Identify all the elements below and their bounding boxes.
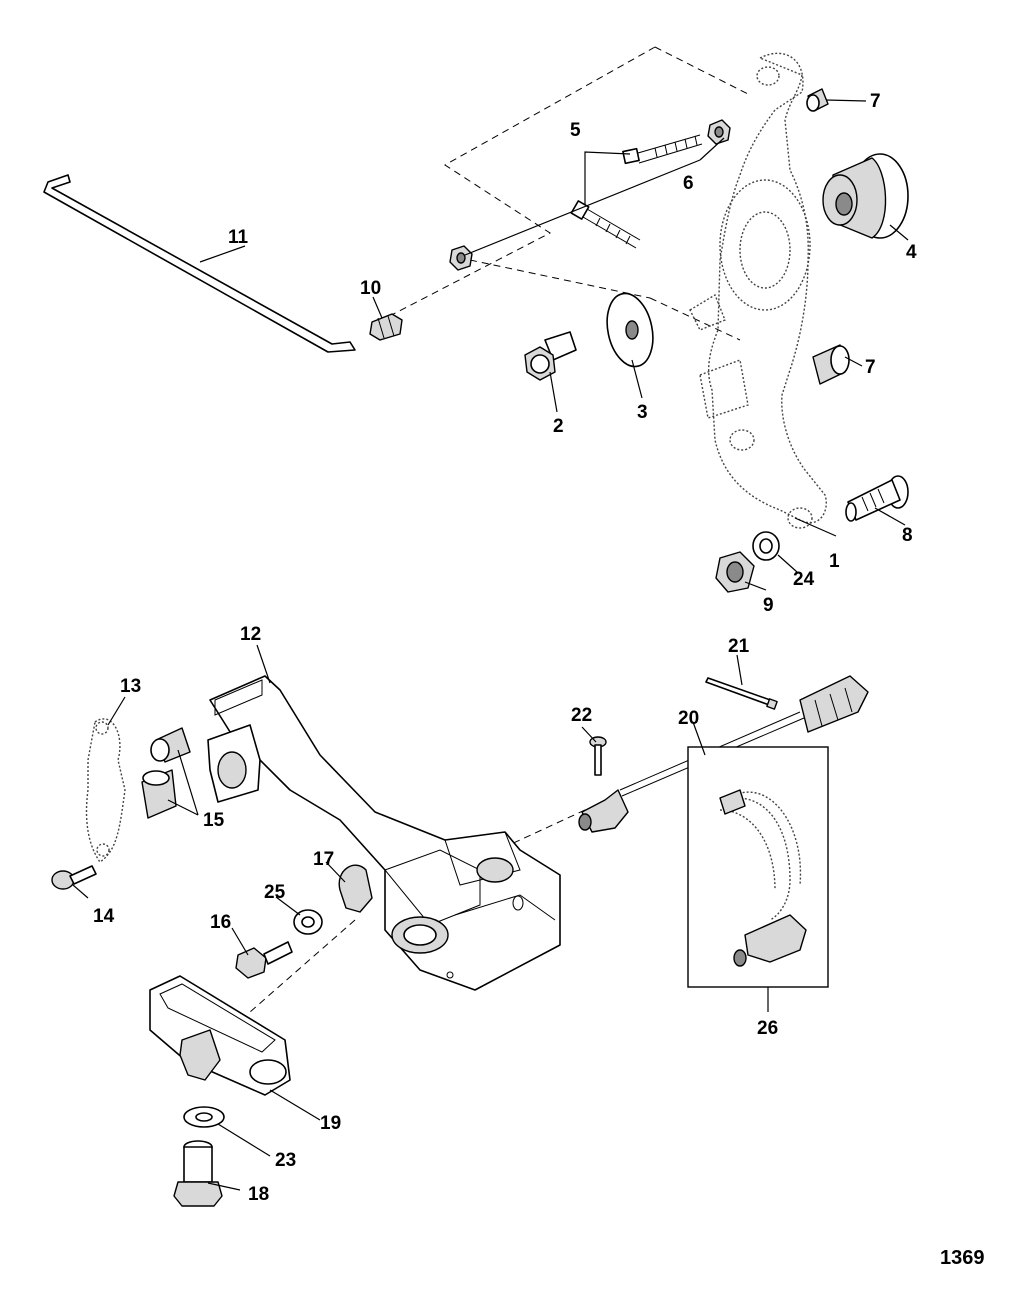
part-1-shift-lever — [689, 52, 827, 529]
callout-24: 24 — [793, 569, 815, 590]
part-10-clip — [369, 313, 403, 341]
part-14-screw — [51, 865, 97, 890]
part-11-shift-rod — [43, 174, 356, 353]
part-12-bracket — [207, 675, 561, 991]
callout-12: 12 — [240, 624, 261, 645]
assembly-dashed-lines — [249, 46, 751, 1013]
callout-numbers: 1 2 3 4 5 6 7 7 8 9 10 11 12 13 14 15 16… — [93, 91, 917, 1205]
callout-25: 25 — [264, 882, 286, 903]
callout-18: 18 — [248, 1184, 269, 1205]
part-13-spring-link — [85, 718, 126, 863]
part-4-bushing — [822, 153, 909, 239]
callout-9: 9 — [763, 595, 774, 616]
callout-7-upper: 7 — [870, 91, 881, 112]
callout-23: 23 — [275, 1150, 296, 1171]
part-2-bolt — [524, 331, 577, 381]
figure-number: 1369 — [940, 1247, 985, 1269]
part-5-screw-upper — [622, 134, 703, 165]
part-22-screw — [589, 736, 607, 776]
callout-1: 1 — [829, 551, 840, 572]
callout-14: 14 — [93, 906, 115, 927]
callout-22: 22 — [571, 705, 592, 726]
part-7-pin-top — [806, 88, 829, 112]
leader-lines — [72, 99, 909, 1191]
part-5-screw-lower — [570, 200, 641, 249]
callout-3: 3 — [637, 402, 648, 423]
callout-13: 13 — [120, 676, 141, 697]
callout-2: 2 — [553, 416, 564, 437]
callout-26: 26 — [757, 1018, 778, 1039]
part-20-harness — [578, 675, 869, 833]
callout-6: 6 — [683, 173, 694, 194]
part-15-bushing-lower — [141, 769, 177, 819]
part-9-locknut — [715, 551, 755, 593]
part-25-washer — [293, 909, 323, 935]
part-8-bolt — [845, 475, 909, 522]
part-6-nut-upper — [707, 119, 731, 145]
callout-4: 4 — [906, 242, 917, 263]
part-3-washer — [606, 292, 654, 368]
part-16-bolt — [235, 941, 293, 979]
callout-16: 16 — [210, 912, 231, 933]
callout-15: 15 — [203, 810, 225, 831]
callout-17: 17 — [313, 849, 334, 870]
part-18-bolt — [173, 1140, 223, 1207]
part-17-clamp — [338, 864, 373, 913]
part-24-washer — [752, 531, 780, 561]
part-23-washer — [183, 1106, 225, 1128]
part-26-inset-box — [687, 746, 829, 988]
callout-20: 20 — [678, 708, 699, 729]
callout-7-lower: 7 — [865, 357, 876, 378]
callout-11: 11 — [228, 227, 249, 248]
part-6-nut-lower — [449, 245, 473, 271]
part-7-pin-mid — [812, 344, 850, 385]
callout-10: 10 — [360, 278, 381, 299]
callout-5: 5 — [570, 120, 581, 141]
part-21-cable-tie — [705, 677, 778, 710]
part-15-bushing-upper — [150, 727, 191, 763]
callout-21: 21 — [728, 636, 750, 657]
callout-19: 19 — [320, 1113, 341, 1134]
part-19-switch-housing — [149, 975, 291, 1096]
callout-8: 8 — [902, 525, 913, 546]
